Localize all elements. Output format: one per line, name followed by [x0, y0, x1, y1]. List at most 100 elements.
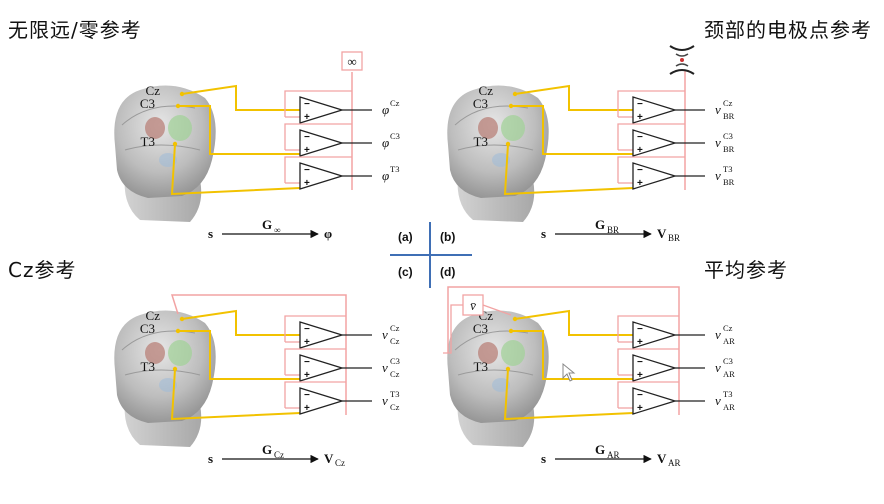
output-label: v	[715, 327, 721, 342]
amplifier	[299, 96, 345, 124]
svg-text:+: +	[637, 178, 643, 189]
svg-text:+: +	[637, 145, 643, 156]
quad-label-b: (b)	[440, 230, 455, 244]
electrode-label: C3	[140, 96, 155, 111]
formula-result: φ	[324, 226, 332, 241]
output-label: φ	[382, 168, 389, 183]
formula-result-sub: BR	[668, 233, 680, 243]
signal-wire	[170, 143, 301, 196]
formula-result-sub: AR	[668, 458, 681, 468]
head-model	[447, 85, 549, 222]
output-label: v	[382, 327, 388, 342]
output-sub: Cz	[390, 402, 400, 412]
electrode-label: T3	[141, 359, 155, 374]
svg-text:+: +	[637, 403, 643, 414]
svg-text:−: −	[304, 132, 310, 143]
electrode-label: C3	[473, 96, 488, 111]
svg-text:−: −	[637, 390, 643, 401]
svg-text:+: +	[304, 403, 310, 414]
amplifier	[632, 354, 678, 382]
quad-label-d: (d)	[440, 265, 455, 279]
output-sub: BR	[723, 144, 735, 154]
output-sup: T3	[390, 389, 399, 399]
electrode-label: Cz	[146, 308, 161, 323]
output-sup: T3	[390, 164, 399, 174]
output-sub: Cz	[390, 369, 400, 379]
formula-result-sub: Cz	[335, 458, 345, 468]
output-sup: C3	[390, 356, 400, 366]
output-label: v	[715, 102, 721, 117]
output-sub: BR	[723, 177, 735, 187]
signal-wire	[514, 309, 633, 336]
electrode-label: Cz	[479, 83, 494, 98]
signal-wire	[503, 368, 634, 421]
quad-label-c: (c)	[398, 265, 413, 279]
electrode-label: T3	[141, 134, 155, 149]
neck-electrode-icon	[669, 45, 695, 75]
quad-label-a: (a)	[398, 230, 413, 244]
svg-text:−: −	[304, 324, 310, 335]
head-model	[447, 310, 549, 447]
signal-wire	[178, 105, 300, 155]
formula-operator-sub: Cz	[274, 450, 284, 460]
svg-text:−: −	[637, 165, 643, 176]
head-model	[114, 85, 216, 222]
svg-text:+: +	[304, 112, 310, 123]
amplifier	[632, 162, 678, 190]
formula-operator: G	[595, 442, 605, 457]
svg-text:+: +	[304, 370, 310, 381]
svg-text:+: +	[304, 178, 310, 189]
formula-operator-sub: AR	[607, 450, 620, 460]
infinity-reference-box	[341, 51, 363, 71]
signal-wire	[181, 309, 300, 336]
title-infinity-reference: 无限远/零参考	[8, 18, 142, 42]
output-sup: C3	[723, 356, 733, 366]
svg-text:−: −	[637, 357, 643, 368]
formula-operator: G	[262, 217, 272, 232]
signal-wire	[503, 143, 634, 196]
output-sup: Cz	[723, 323, 733, 333]
title-neck-reference: 颈部的电极点参考	[704, 18, 872, 42]
average-symbol: v̄	[470, 298, 476, 313]
svg-text:+: +	[304, 337, 310, 348]
amplifier	[299, 129, 345, 157]
svg-text:+: +	[637, 370, 643, 381]
output-sup: T3	[723, 164, 732, 174]
amplifier	[632, 321, 678, 349]
output-sup: Cz	[723, 98, 733, 108]
formula-result: V	[657, 226, 667, 241]
electrode-label: T3	[474, 359, 488, 374]
output-label: φ	[382, 135, 389, 150]
amplifier	[299, 162, 345, 190]
formula-source: s	[541, 226, 546, 241]
title-cz-reference: Cz参考	[8, 258, 77, 282]
output-sub: AR	[723, 402, 735, 412]
electrode-label: C3	[473, 321, 488, 336]
svg-text:−: −	[304, 99, 310, 110]
amplifier	[632, 129, 678, 157]
svg-text:−: −	[304, 390, 310, 401]
output-sup: C3	[723, 131, 733, 141]
electrode-label: Cz	[146, 83, 161, 98]
formula-result: V	[657, 451, 667, 466]
output-sub: AR	[723, 369, 735, 379]
signal-wire	[511, 105, 633, 155]
amplifier	[299, 387, 345, 415]
svg-text:−: −	[637, 99, 643, 110]
formula-operator-sub: ∞	[274, 225, 280, 235]
formula-source: s	[208, 226, 213, 241]
output-label: φ	[382, 102, 389, 117]
svg-text:−: −	[304, 357, 310, 368]
formula-operator: G	[262, 442, 272, 457]
output-sub: AR	[723, 336, 735, 346]
output-label: v	[715, 360, 721, 375]
output-label: v	[715, 168, 721, 183]
amplifier	[632, 387, 678, 415]
quadrant-divider: (a) (b) (c) (d)	[390, 222, 472, 288]
electrode-label: T3	[474, 134, 488, 149]
svg-text:+: +	[637, 112, 643, 123]
